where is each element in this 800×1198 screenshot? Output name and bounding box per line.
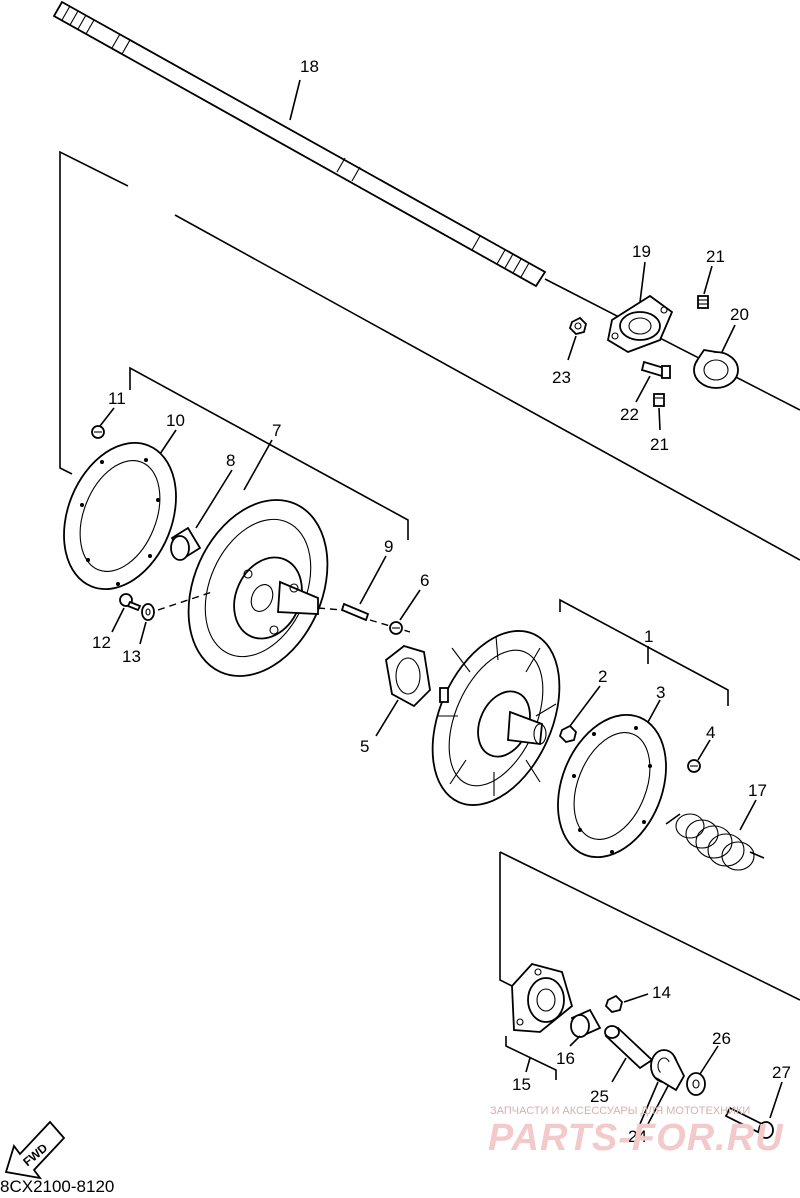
leader-24b	[647, 1085, 669, 1125]
assembly-line-lower	[499, 851, 800, 1001]
bracket-group-1	[559, 598, 729, 706]
leader-14	[623, 993, 649, 1003]
part-3-ring-plate[interactable]	[538, 699, 686, 874]
part-20-bearing[interactable]	[693, 349, 739, 389]
leader-7	[243, 439, 273, 491]
part-24-roller[interactable]	[650, 1049, 686, 1092]
assembly-bracket-lower	[499, 852, 513, 987]
assembly-line-top	[174, 214, 800, 561]
assembly-bracket-upper	[59, 150, 129, 475]
part-21-grease-nipple-lower[interactable]	[653, 393, 665, 407]
leader-13	[139, 621, 147, 645]
callout-21-lower: 21	[650, 435, 669, 454]
part-18-shaft[interactable]	[52, 0, 547, 288]
part-27-bolt[interactable]	[724, 1106, 774, 1139]
watermark-tagline: ЗАПЧАСТИ И АКСЕССУАРЫ ДЛЯ МОТОТЕХНИКИ	[490, 1105, 750, 1117]
callout-15: 15	[512, 1075, 531, 1094]
callout-6: 6	[420, 571, 429, 590]
callout-25: 25	[590, 1087, 609, 1106]
part-11-screw[interactable]	[91, 425, 105, 439]
leader-3	[647, 699, 661, 723]
fwd-arrow-icon: FWD	[4, 1120, 66, 1180]
leader-10	[159, 429, 177, 455]
bracket-15	[505, 1036, 557, 1080]
dashed-centre-line	[157, 591, 411, 633]
leader-16	[569, 1035, 581, 1047]
callout-18: 18	[300, 57, 319, 76]
callout-5: 5	[360, 737, 369, 756]
callout-4: 4	[706, 723, 715, 742]
callout-10: 10	[166, 411, 185, 430]
callout-23: 23	[552, 368, 571, 387]
part-4-screw[interactable]	[687, 759, 701, 773]
callout-17: 17	[748, 781, 767, 800]
leader-15	[525, 1057, 531, 1073]
leader-5	[375, 699, 399, 737]
leader-22	[635, 375, 651, 403]
callout-19: 19	[632, 242, 651, 261]
part-13-washer[interactable]	[141, 603, 155, 621]
watermark-brand: PARTS-FOR.RU	[488, 1117, 784, 1159]
callout-14: 14	[652, 983, 671, 1002]
leader-11	[99, 407, 115, 427]
leader-23	[567, 335, 577, 361]
leader-24a	[639, 1081, 659, 1125]
leader-2	[569, 685, 601, 727]
leader-20	[721, 324, 736, 353]
part-26-washer[interactable]	[686, 1072, 706, 1096]
leader-19	[639, 261, 646, 303]
part-9-pin[interactable]	[340, 602, 370, 622]
part-15-cam-housing[interactable]	[511, 962, 574, 1033]
leader-27	[769, 1081, 783, 1119]
part-10-ring-plate[interactable]	[43, 426, 196, 606]
part-14-nut[interactable]	[604, 994, 623, 1013]
leader-9	[359, 555, 387, 605]
part-1-movable-sheave[interactable]	[407, 611, 584, 825]
shaft-axis-line	[544, 278, 800, 411]
part-25-collar-sleeve[interactable]	[604, 1025, 654, 1070]
leader-25	[611, 1057, 627, 1083]
callout-24: 24	[628, 1127, 647, 1146]
leader-12	[111, 607, 125, 633]
leader-4	[697, 739, 711, 761]
part-19-bearing-housing[interactable]	[606, 294, 674, 353]
callout-27: 27	[772, 1063, 791, 1082]
leader-17	[739, 799, 757, 831]
callout-8: 8	[226, 451, 235, 470]
part-6-screw[interactable]	[389, 621, 403, 635]
callout-9: 9	[384, 537, 393, 556]
leader-6	[399, 589, 421, 621]
part-23-nut[interactable]	[568, 316, 587, 335]
callout-1: 1	[644, 627, 653, 646]
callout-3: 3	[656, 683, 665, 702]
callout-21-upper: 21	[706, 247, 725, 266]
callout-26: 26	[712, 1029, 731, 1048]
part-17-spring[interactable]	[665, 813, 765, 871]
callout-2: 2	[598, 667, 607, 686]
part-8-bushing[interactable]	[170, 526, 202, 561]
leader-8	[195, 469, 233, 529]
leader-21-upper	[703, 265, 713, 295]
callout-20: 20	[730, 305, 749, 324]
callout-11: 11	[108, 389, 126, 408]
callout-7: 7	[272, 421, 281, 440]
callout-22: 22	[620, 405, 639, 424]
callout-13: 13	[122, 647, 141, 666]
leader-26	[699, 1045, 719, 1075]
leader-18	[289, 79, 301, 121]
leader-21-lower	[658, 407, 661, 431]
callout-16: 16	[556, 1049, 575, 1068]
part-12-bolt[interactable]	[119, 593, 142, 612]
part-16-bushing[interactable]	[570, 1008, 602, 1038]
part-22-bolt[interactable]	[640, 360, 671, 379]
diagram-code: 8CX2100-8120	[0, 1177, 114, 1196]
callout-12: 12	[92, 633, 111, 652]
part-2-nut[interactable]	[558, 724, 577, 743]
part-21-grease-nipple-upper[interactable]	[697, 295, 709, 309]
part-7-fixed-sheave[interactable]	[162, 478, 354, 698]
part-5-gasket[interactable]	[385, 645, 431, 708]
